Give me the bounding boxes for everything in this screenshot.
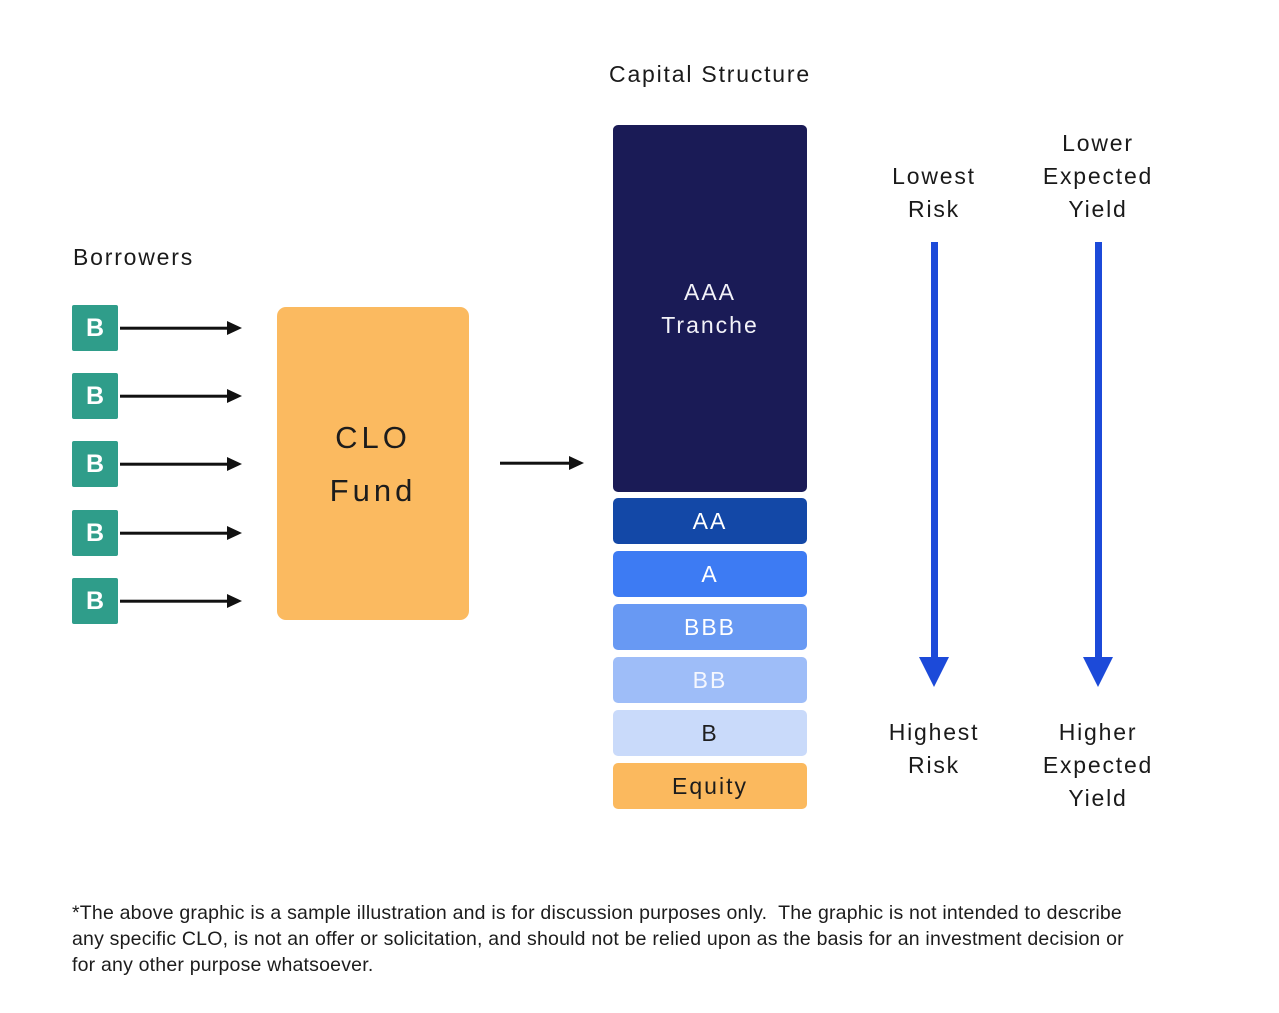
borrower-arrow (120, 373, 242, 419)
tranche-label: AA (692, 507, 728, 534)
arrow-head-icon (227, 321, 242, 335)
arrow-shaft (120, 326, 231, 330)
borrower-box: B (72, 373, 118, 419)
borrower-box-label: B (85, 313, 105, 342)
tranche-box-bbb: BBB (613, 604, 807, 650)
tranche-box-equity: Equity (613, 763, 807, 809)
tranche-label: Equity (672, 772, 748, 799)
borrower-box: B (72, 305, 118, 351)
lowest-risk-label: Lowest Risk (892, 163, 976, 222)
tranche-label: BB (692, 666, 728, 693)
tranche-label: B (701, 719, 719, 746)
arrow-head-icon (227, 389, 242, 403)
arrow-shaft (120, 394, 231, 398)
borrower-box-label: B (85, 586, 105, 615)
borrower-box-label: B (85, 381, 105, 410)
arrow-shaft (120, 599, 231, 603)
tranche-box-b: B (613, 710, 807, 756)
borrower-box-label: B (85, 518, 105, 547)
tranche-label: BBB (683, 613, 737, 640)
arrow-head-icon (227, 457, 242, 471)
highest-risk-label: Highest Risk (888, 719, 980, 778)
risk-arrow-shaft (931, 242, 938, 658)
yield-arrow-shaft (1095, 242, 1102, 658)
arrow-shaft (500, 461, 573, 465)
clo-fund-box: CLO Fund (277, 307, 469, 620)
tranche-label: A (701, 560, 719, 587)
borrower-box: B (72, 578, 118, 624)
higher-yield-label: Higher Expected Yield (1042, 719, 1154, 811)
fund-to-structure-arrow (500, 440, 584, 486)
borrower-box-label: B (85, 449, 105, 478)
borrower-box: B (72, 510, 118, 556)
tranche-box-a: A (613, 551, 807, 597)
tranche-box-aa: AA (613, 498, 807, 544)
yield-arrow-head-icon (1083, 657, 1113, 687)
capital-structure-title: Capital Structure (609, 61, 811, 87)
borrower-box: B (72, 441, 118, 487)
tranche-label: AAA Tranche (661, 278, 759, 338)
borrower-arrow (120, 441, 242, 487)
tranche-box-aaa: AAA Tranche (613, 125, 807, 492)
borrower-arrow (120, 510, 242, 556)
arrow-head-icon (569, 456, 584, 470)
clo-fund-label: CLO Fund (329, 419, 417, 508)
borrower-arrow (120, 305, 242, 351)
arrow-shaft (120, 462, 231, 466)
disclaimer-footnote: *The above graphic is a sample illustrat… (72, 902, 1130, 976)
arrow-shaft (120, 531, 231, 535)
arrow-head-icon (227, 594, 242, 608)
lower-yield-label: Lower Expected Yield (1042, 130, 1154, 222)
borrowers-label: Borrowers (73, 244, 195, 270)
arrow-head-icon (227, 526, 242, 540)
tranche-box-bb: BB (613, 657, 807, 703)
risk-arrow-head-icon (919, 657, 949, 687)
borrower-arrow (120, 578, 242, 624)
